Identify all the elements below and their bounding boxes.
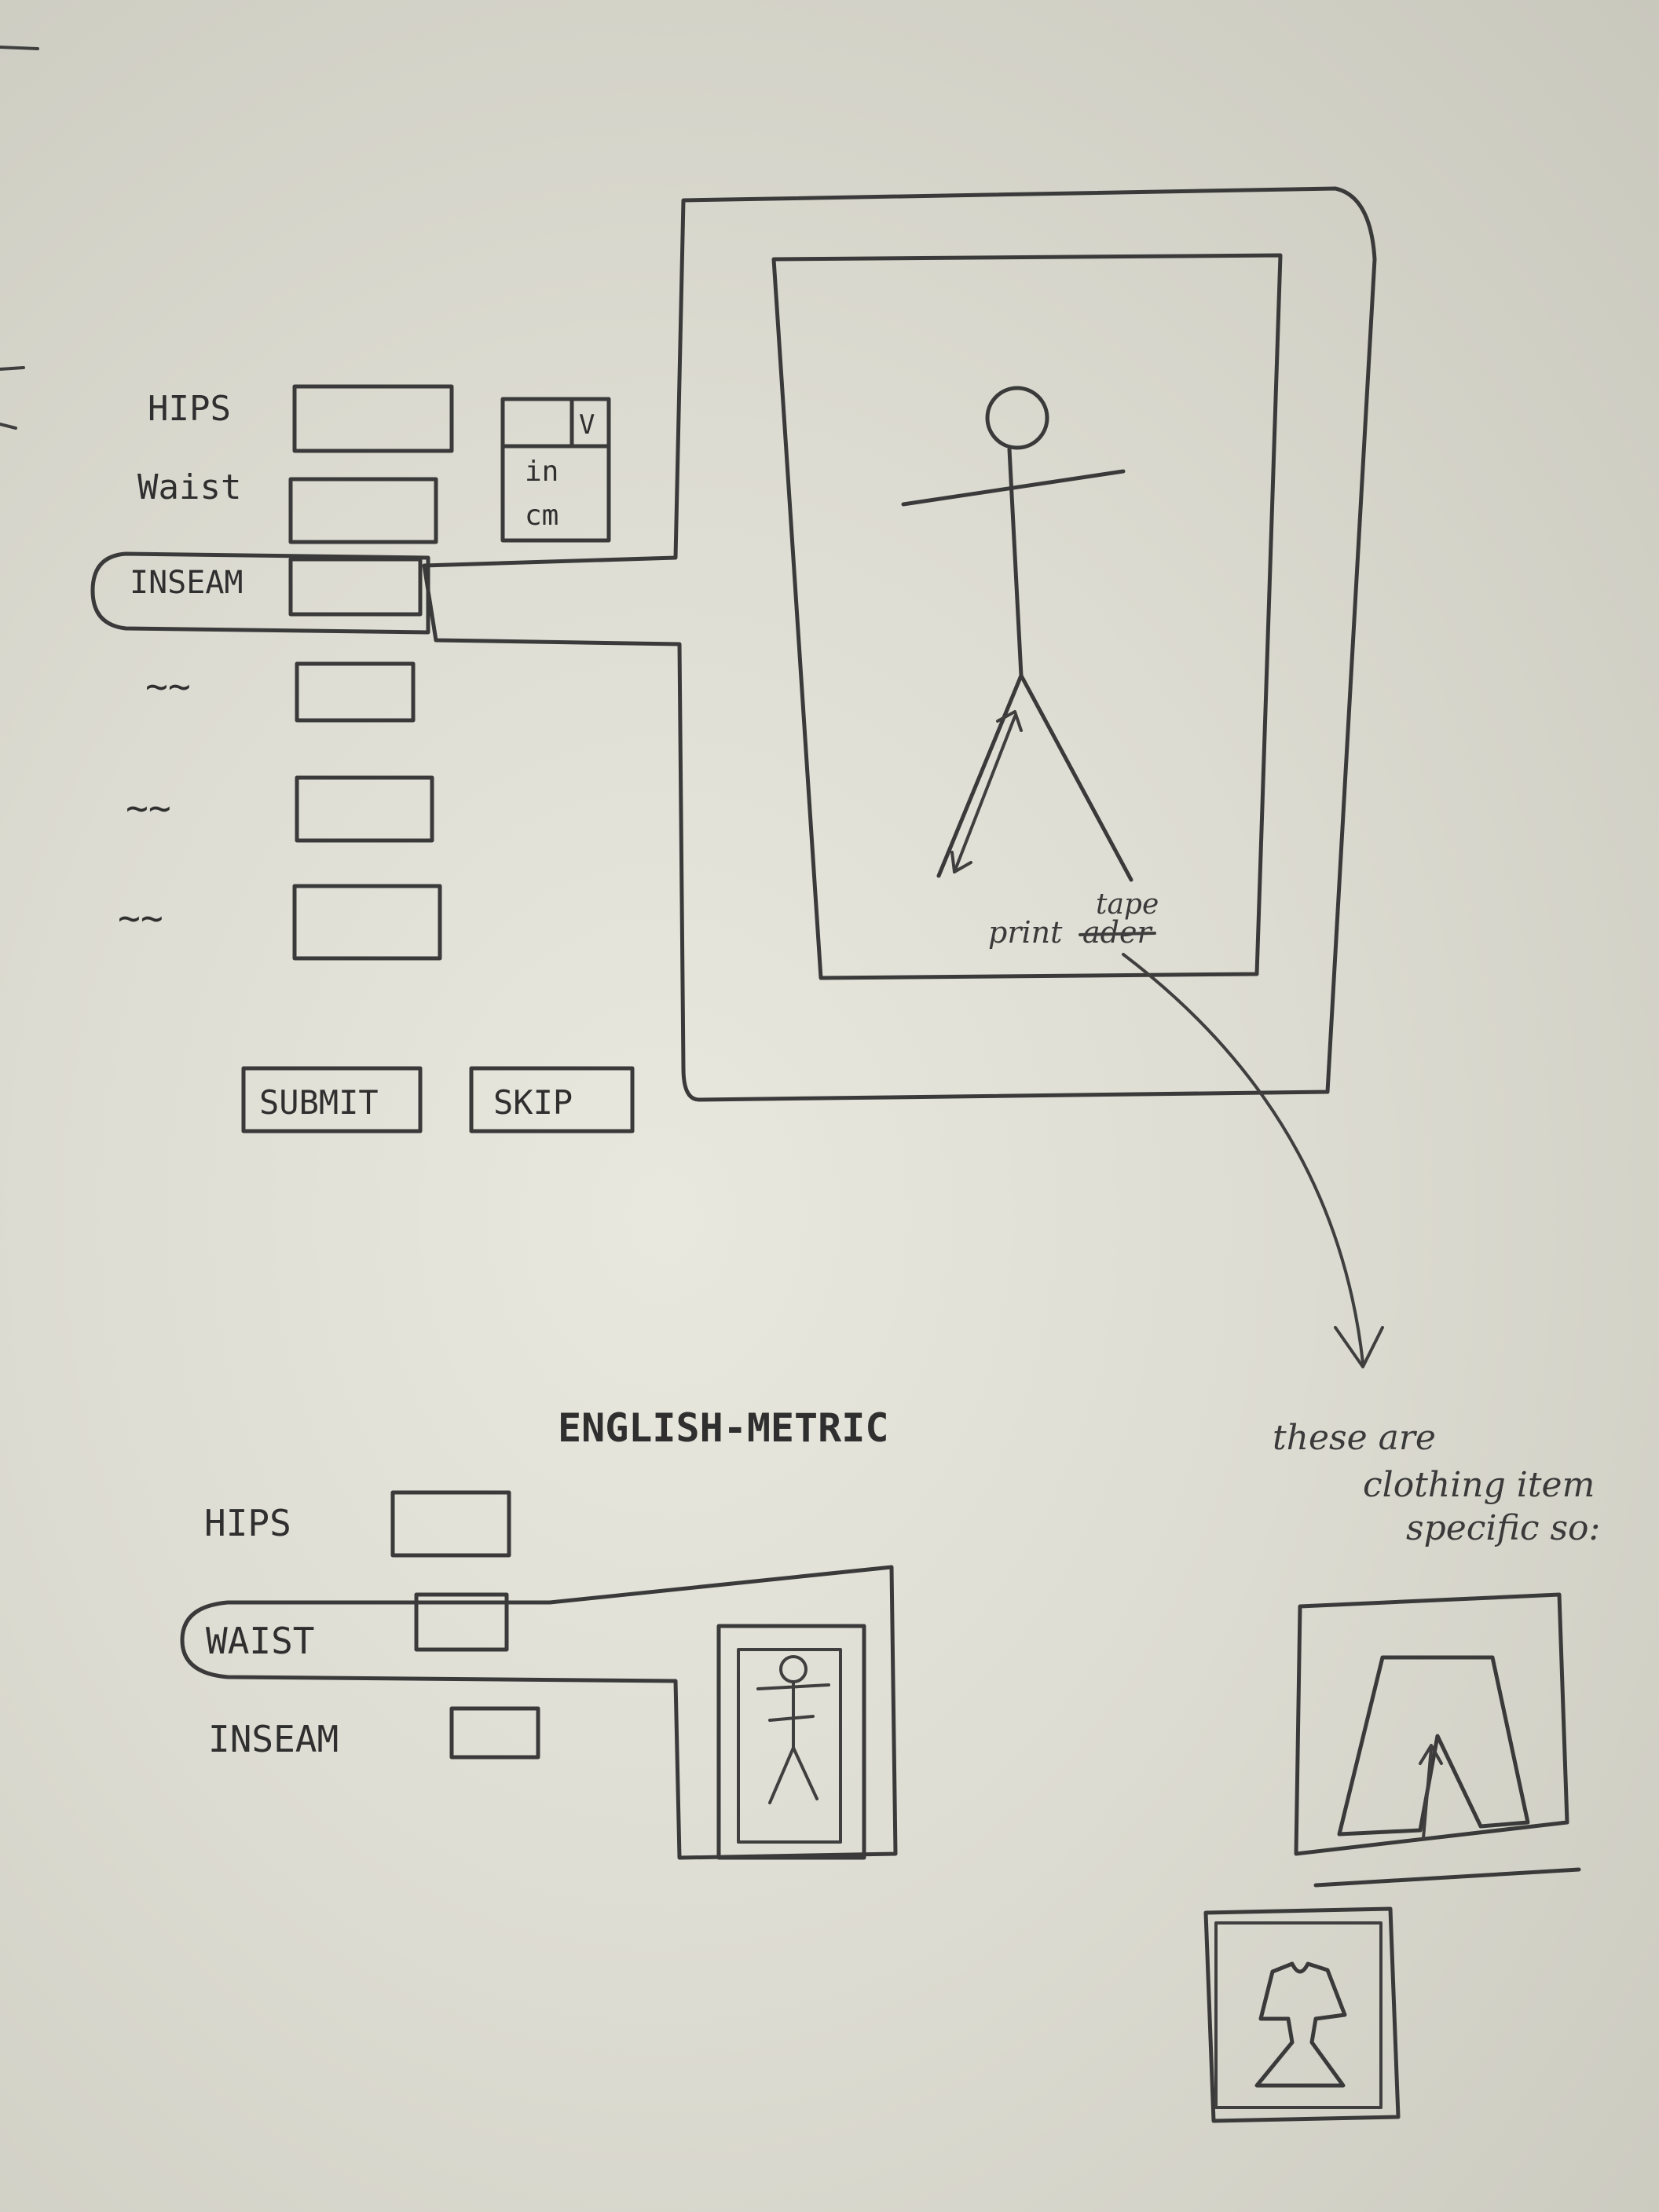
unit-select[interactable]: V in cm [500,397,611,543]
pants-inseam-arrow-icon [1419,1744,1443,1840]
figure-preview-frame [422,186,1377,1102]
section-title: ENGLISH-METRIC [558,1405,888,1451]
figure-annotation: print ader tape [988,888,1159,950]
field-label-inseam: INSEAM [130,565,244,601]
skip-button[interactable]: SKIP [469,1066,635,1133]
measure-input-6[interactable] [292,884,442,961]
bottom-hips-input[interactable] [390,1490,511,1558]
stick-figure-icon [901,386,1133,882]
skip-label: SKIP [493,1083,573,1122]
inseam-highlight [90,551,430,635]
unit-option-in: in [525,456,558,488]
field-label-placeholder-1: ~~ [145,665,191,709]
field-label-placeholder-3: ~~ [118,896,163,940]
notebook-margin [0,46,39,430]
bottom-section: ENGLISH-METRIC HIPS WAIST INSEAM [180,1405,898,1860]
top-form: HIPS Waist INSEAM ~~ ~~ ~~ V in cm SUBMI… [118,384,635,1133]
pants-thumbnail[interactable] [1294,1592,1581,1888]
side-note-line3: specific so: [1406,1508,1600,1548]
waist-highlight [180,1565,898,1860]
measure-input-5[interactable] [295,775,434,843]
bottom-label-hips: HIPS [204,1502,291,1544]
field-label-waist: Waist [137,467,241,507]
hips-input[interactable] [292,384,454,453]
small-figure-preview [716,1624,866,1860]
measure-input-4[interactable] [295,661,416,723]
submit-label: SUBMIT [259,1083,379,1122]
annotation-new: tape [1096,888,1159,921]
side-note: these are clothing item specific so: [1273,1418,1600,1548]
side-note-line1: these are [1273,1418,1436,1458]
annotation-prefix: print [988,915,1063,950]
pants-icon [1337,1655,1530,1837]
side-note-line2: clothing item [1363,1465,1595,1505]
chevron-down-icon: V [579,409,595,441]
field-label-hips: HIPS [148,389,231,429]
dress-icon [1254,1961,1347,2088]
callout-arrow-icon [1122,953,1384,1368]
submit-button[interactable]: SUBMIT [241,1066,423,1133]
dress-thumbnail[interactable] [1203,1906,1401,2123]
field-label-placeholder-2: ~~ [126,786,171,830]
bottom-label-waist: WAIST [206,1620,314,1662]
bottom-waist-input[interactable] [414,1592,509,1652]
small-stick-figure-icon [756,1655,830,1804]
bottom-label-inseam: INSEAM [208,1718,339,1760]
unit-option-cm: cm [525,500,558,532]
inseam-arrow-icon [950,710,1023,873]
waist-input[interactable] [288,477,438,544]
bottom-inseam-input[interactable] [449,1706,540,1760]
inseam-input[interactable] [288,557,423,617]
